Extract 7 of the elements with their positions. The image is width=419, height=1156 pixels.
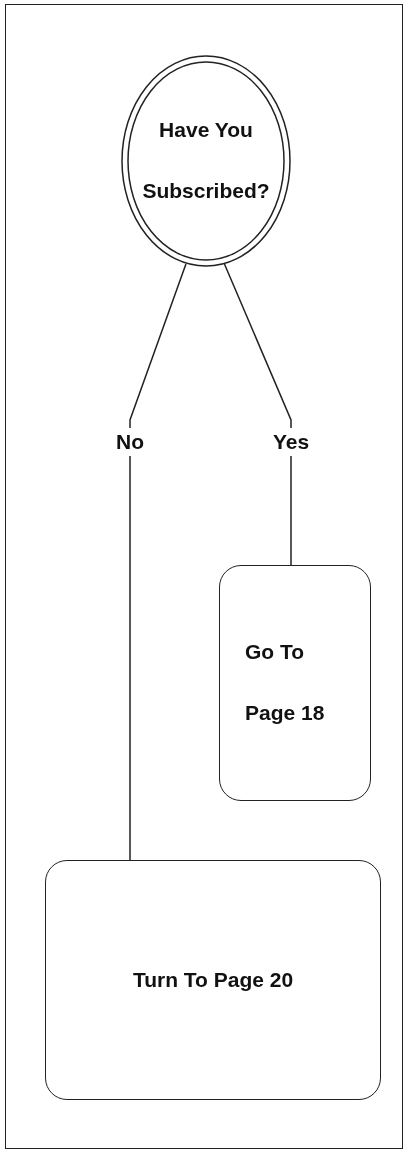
process-box [219,565,371,801]
connector-line [223,262,292,566]
connector-line [129,263,187,861]
process-box [45,860,381,1100]
step-text: Turn To Page 20 [131,967,295,993]
question-text: Have You Subscribed? [141,117,271,204]
step-text: Go To Page 18 [245,639,326,726]
